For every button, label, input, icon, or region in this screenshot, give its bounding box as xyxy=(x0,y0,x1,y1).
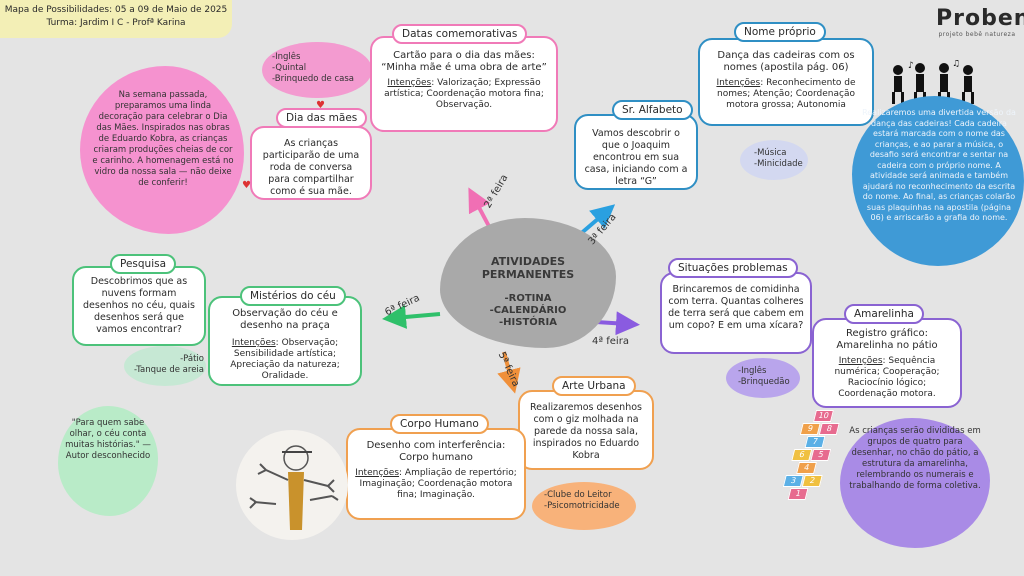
nome-card: Dança das cadeiras com os nomes (apostil… xyxy=(698,38,874,126)
pesquisa-text: Descobrimos que as nuvens formam desenho… xyxy=(83,276,195,335)
arte-list-blob xyxy=(532,482,636,530)
alfabeto-card: Vamos descobrir o que o Joaquim encontro… xyxy=(574,114,698,190)
brand-subtitle: projeto bebê natureza xyxy=(938,31,1016,38)
alfabeto-text: Vamos descobrir o que o Joaquim encontro… xyxy=(584,128,688,187)
arrow-wednesday xyxy=(595,311,640,336)
nome-note-blob xyxy=(852,96,1024,266)
pesquisa-title: Pesquisa xyxy=(110,254,177,274)
alfabeto-title: Sr. Alfabeto xyxy=(612,100,693,120)
center-item-historia: -HISTÓRIA xyxy=(499,317,557,328)
list-item: -Inglês xyxy=(738,366,767,376)
amarelinha-text: Registro gráfico: Amarelinha no pátio xyxy=(836,328,938,351)
datas-text: Cartão para o dia das mães: “Minha mãe é… xyxy=(381,50,547,73)
hop-cell: 4 xyxy=(796,462,818,474)
misterios-title: Mistérios do céu xyxy=(240,286,346,306)
dia-maes-card: As crianças participarão de uma roda de … xyxy=(250,126,372,200)
amarelinha-title: Amarelinha xyxy=(844,304,924,324)
hop-cell: 8 xyxy=(818,423,840,435)
situacoes-text: Brincaremos de comidinha com terra. Quan… xyxy=(668,284,804,331)
header-class: Turma: Jardim I C - Profª Karina xyxy=(46,18,186,28)
dia-maes-list-blob xyxy=(262,42,372,98)
list-item: -Psicomotricidade xyxy=(544,501,620,511)
brand-logo: Proben projeto bebê natureza xyxy=(936,6,1024,46)
list-item: -Música xyxy=(754,148,787,158)
hop-cell: 3 xyxy=(782,475,804,487)
nome-note: Realizaremos uma divertida versão da dan… xyxy=(862,108,1016,222)
nome-text: Dança das cadeiras com os nomes (apostil… xyxy=(717,50,855,73)
pesquisa-card: Descobrimos que as nuvens formam desenho… xyxy=(72,266,206,346)
heart-icon: ♥ xyxy=(242,180,251,191)
misterios-list-blob xyxy=(124,346,206,386)
list-item: -Quintal xyxy=(272,63,307,73)
corpo-title: Corpo Humano xyxy=(390,414,489,434)
arrow-thursday xyxy=(497,351,521,394)
body-drawing-photo xyxy=(236,430,348,540)
list-item: -Brinquedão xyxy=(738,377,790,387)
arte-card: Realizaremos desenhos com o giz molhada … xyxy=(518,390,654,470)
center-list: -ROTINA -CALENDÁRIO -HISTÓRIA xyxy=(448,293,608,329)
header-banner: Mapa de Possibilidades: 05 a 09 de Maio … xyxy=(0,0,232,38)
pesquisa-quote-blob xyxy=(58,406,158,516)
amarelinha-intentions: Intenções: Sequência numérica; Cooperaçã… xyxy=(834,356,940,399)
amarelinha-note-blob xyxy=(840,418,990,548)
body-drawing-image xyxy=(249,445,339,530)
hop-cell: 5 xyxy=(810,449,832,461)
center-title-line1: ATIVIDADES xyxy=(490,255,566,268)
center-item-calendario: -CALENDÁRIO xyxy=(489,305,567,316)
misterios-list: -Pátio -Tanque de areia xyxy=(130,354,204,376)
arte-title: Arte Urbana xyxy=(552,376,636,396)
brand-name: Proben xyxy=(936,6,1024,31)
list-item: -Clube do Leitor xyxy=(544,490,612,500)
situacoes-list-blob xyxy=(726,358,800,398)
misterios-card: Observação do céu e desenho na praça Int… xyxy=(208,296,362,386)
hop-cell: 7 xyxy=(804,436,826,448)
list-item: -Brinquedo de casa xyxy=(272,74,354,84)
dia-maes-text: As crianças participarão de uma roda de … xyxy=(262,138,360,197)
alfabeto-list: -Música -Minicidade xyxy=(754,148,803,170)
nome-title: Nome próprio xyxy=(734,22,826,42)
list-item: -Tanque de areia xyxy=(133,365,204,375)
amarelinha-card: Registro gráfico: Amarelinha no pátio In… xyxy=(812,318,962,408)
hop-cell: 10 xyxy=(812,410,834,422)
arte-list: -Clube do Leitor -Psicomotricidade xyxy=(544,490,620,512)
heart-icon: ♥ xyxy=(316,100,325,111)
alfabeto-list-blob xyxy=(740,140,808,180)
datas-card: Cartão para o dia das mães: “Minha mãe é… xyxy=(370,36,558,132)
datas-title: Datas comemorativas xyxy=(392,24,528,44)
hop-cell: 1 xyxy=(787,488,809,500)
center-title-line2: PERMANENTES xyxy=(481,268,575,281)
list-item: -Inglês xyxy=(272,52,301,62)
dia-maes-note: Na semana passada, preparamos uma linda … xyxy=(92,90,234,188)
situacoes-list: -Inglês -Brinquedão xyxy=(738,366,790,388)
misterios-intentions: Intenções: Observação; Sensibilidade art… xyxy=(230,338,340,381)
misterios-text: Observação do céu e desenho na praça xyxy=(232,308,338,331)
situacoes-card: Brincaremos de comidinha com terra. Quan… xyxy=(660,272,812,354)
arrow-friday xyxy=(382,305,441,329)
dia-maes-list: -Inglês -Quintal -Brinquedo de casa xyxy=(272,52,354,85)
day-label-wednesday: 4ª feira xyxy=(592,336,629,347)
center-item-rotina: -ROTINA xyxy=(504,293,552,304)
list-item: -Minicidade xyxy=(754,159,803,169)
dia-maes-note-blob xyxy=(80,66,244,234)
corpo-card: Desenho com interferência: Corpo humano … xyxy=(346,428,526,520)
hop-cell: 9 xyxy=(799,423,821,435)
pesquisa-quote: "Para quem sabe olhar, o céu conta muita… xyxy=(65,418,151,461)
svg-text:♪: ♪ xyxy=(908,61,914,71)
svg-text:♫: ♫ xyxy=(952,60,960,69)
hop-cell: 6 xyxy=(791,449,813,461)
amarelinha-note: As crianças serão divididas em grupos de… xyxy=(849,426,981,491)
corpo-intentions: Intenções: Ampliação de repertório; Imag… xyxy=(355,468,517,500)
header-title: Mapa de Possibilidades: 05 a 09 de Maio … xyxy=(4,5,228,15)
situacoes-title: Situações problemas xyxy=(668,258,798,278)
datas-intentions: Intenções: Valorização; Expressão artíst… xyxy=(384,78,544,110)
corpo-text: Desenho com interferência: Corpo humano xyxy=(366,440,506,463)
arte-text: Realizaremos desenhos com o giz molhada … xyxy=(530,402,642,461)
center-title: ATIVIDADES PERMANENTES xyxy=(448,255,608,281)
dia-maes-title: Dia das mães xyxy=(276,108,368,128)
hop-cell: 2 xyxy=(801,475,823,487)
center-blob xyxy=(440,218,616,348)
nome-intentions: Intenções: Reconhecimento de nomes; Aten… xyxy=(716,78,856,110)
list-item: -Pátio xyxy=(180,354,204,364)
